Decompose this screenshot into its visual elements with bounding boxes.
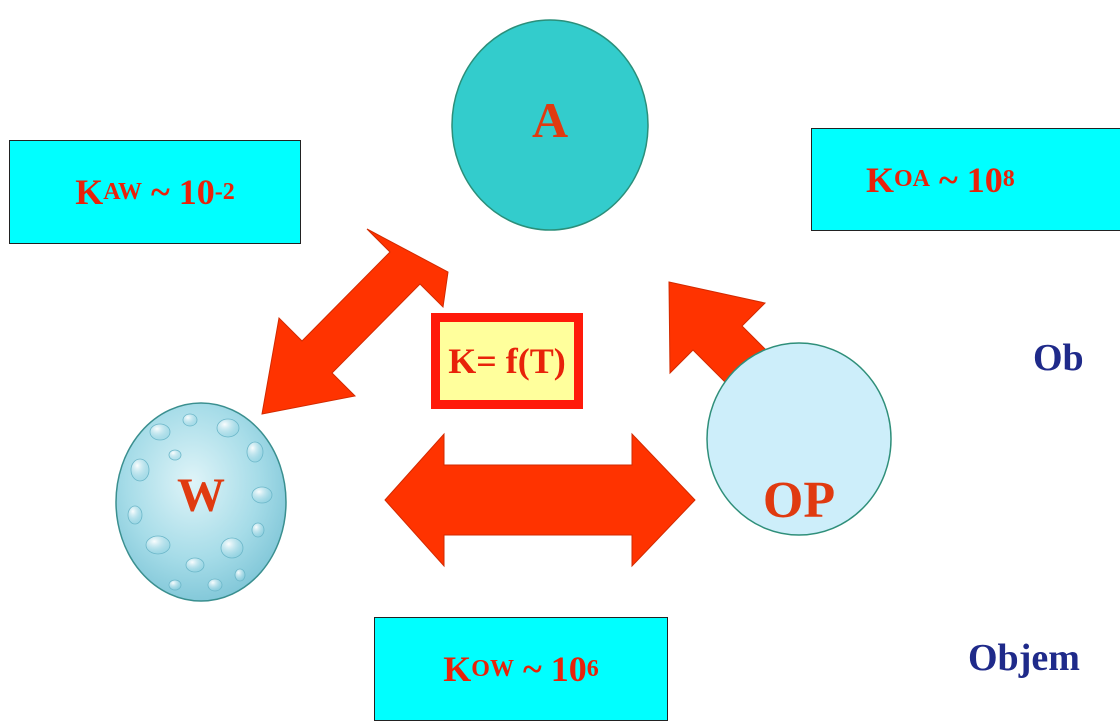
water-node-label: W bbox=[171, 472, 231, 520]
side-text-upper: Ob bbox=[1033, 336, 1084, 380]
k-aw-subscript: AW bbox=[103, 179, 142, 206]
k-ow-base: K bbox=[443, 648, 471, 690]
k-aw-exponent: -2 bbox=[215, 179, 235, 206]
side-text-lower: Objem bbox=[968, 636, 1080, 680]
arrow-water-organic bbox=[385, 434, 695, 566]
k-ow-approx: ~ 10 bbox=[514, 648, 587, 690]
k-aw-base: K bbox=[75, 171, 103, 213]
k-ow-exponent: 6 bbox=[587, 656, 599, 683]
organic-phase-node-label: OP bbox=[729, 475, 869, 527]
arrow-air-water bbox=[262, 229, 448, 414]
temperature-dependence-box: K= f(T) bbox=[431, 313, 583, 409]
k-oa-base: K bbox=[866, 159, 894, 201]
k-aw-approx: ~ 10 bbox=[142, 171, 215, 213]
k-oa-approx: ~ 10 bbox=[930, 159, 1003, 201]
k-oa-exponent: 8 bbox=[1003, 166, 1015, 193]
air-node-label: A bbox=[510, 95, 590, 145]
k-oa-subscript: OA bbox=[894, 166, 930, 193]
temperature-dependence-label: K= f(T) bbox=[448, 340, 566, 382]
k-ow-subscript: OW bbox=[471, 656, 514, 683]
